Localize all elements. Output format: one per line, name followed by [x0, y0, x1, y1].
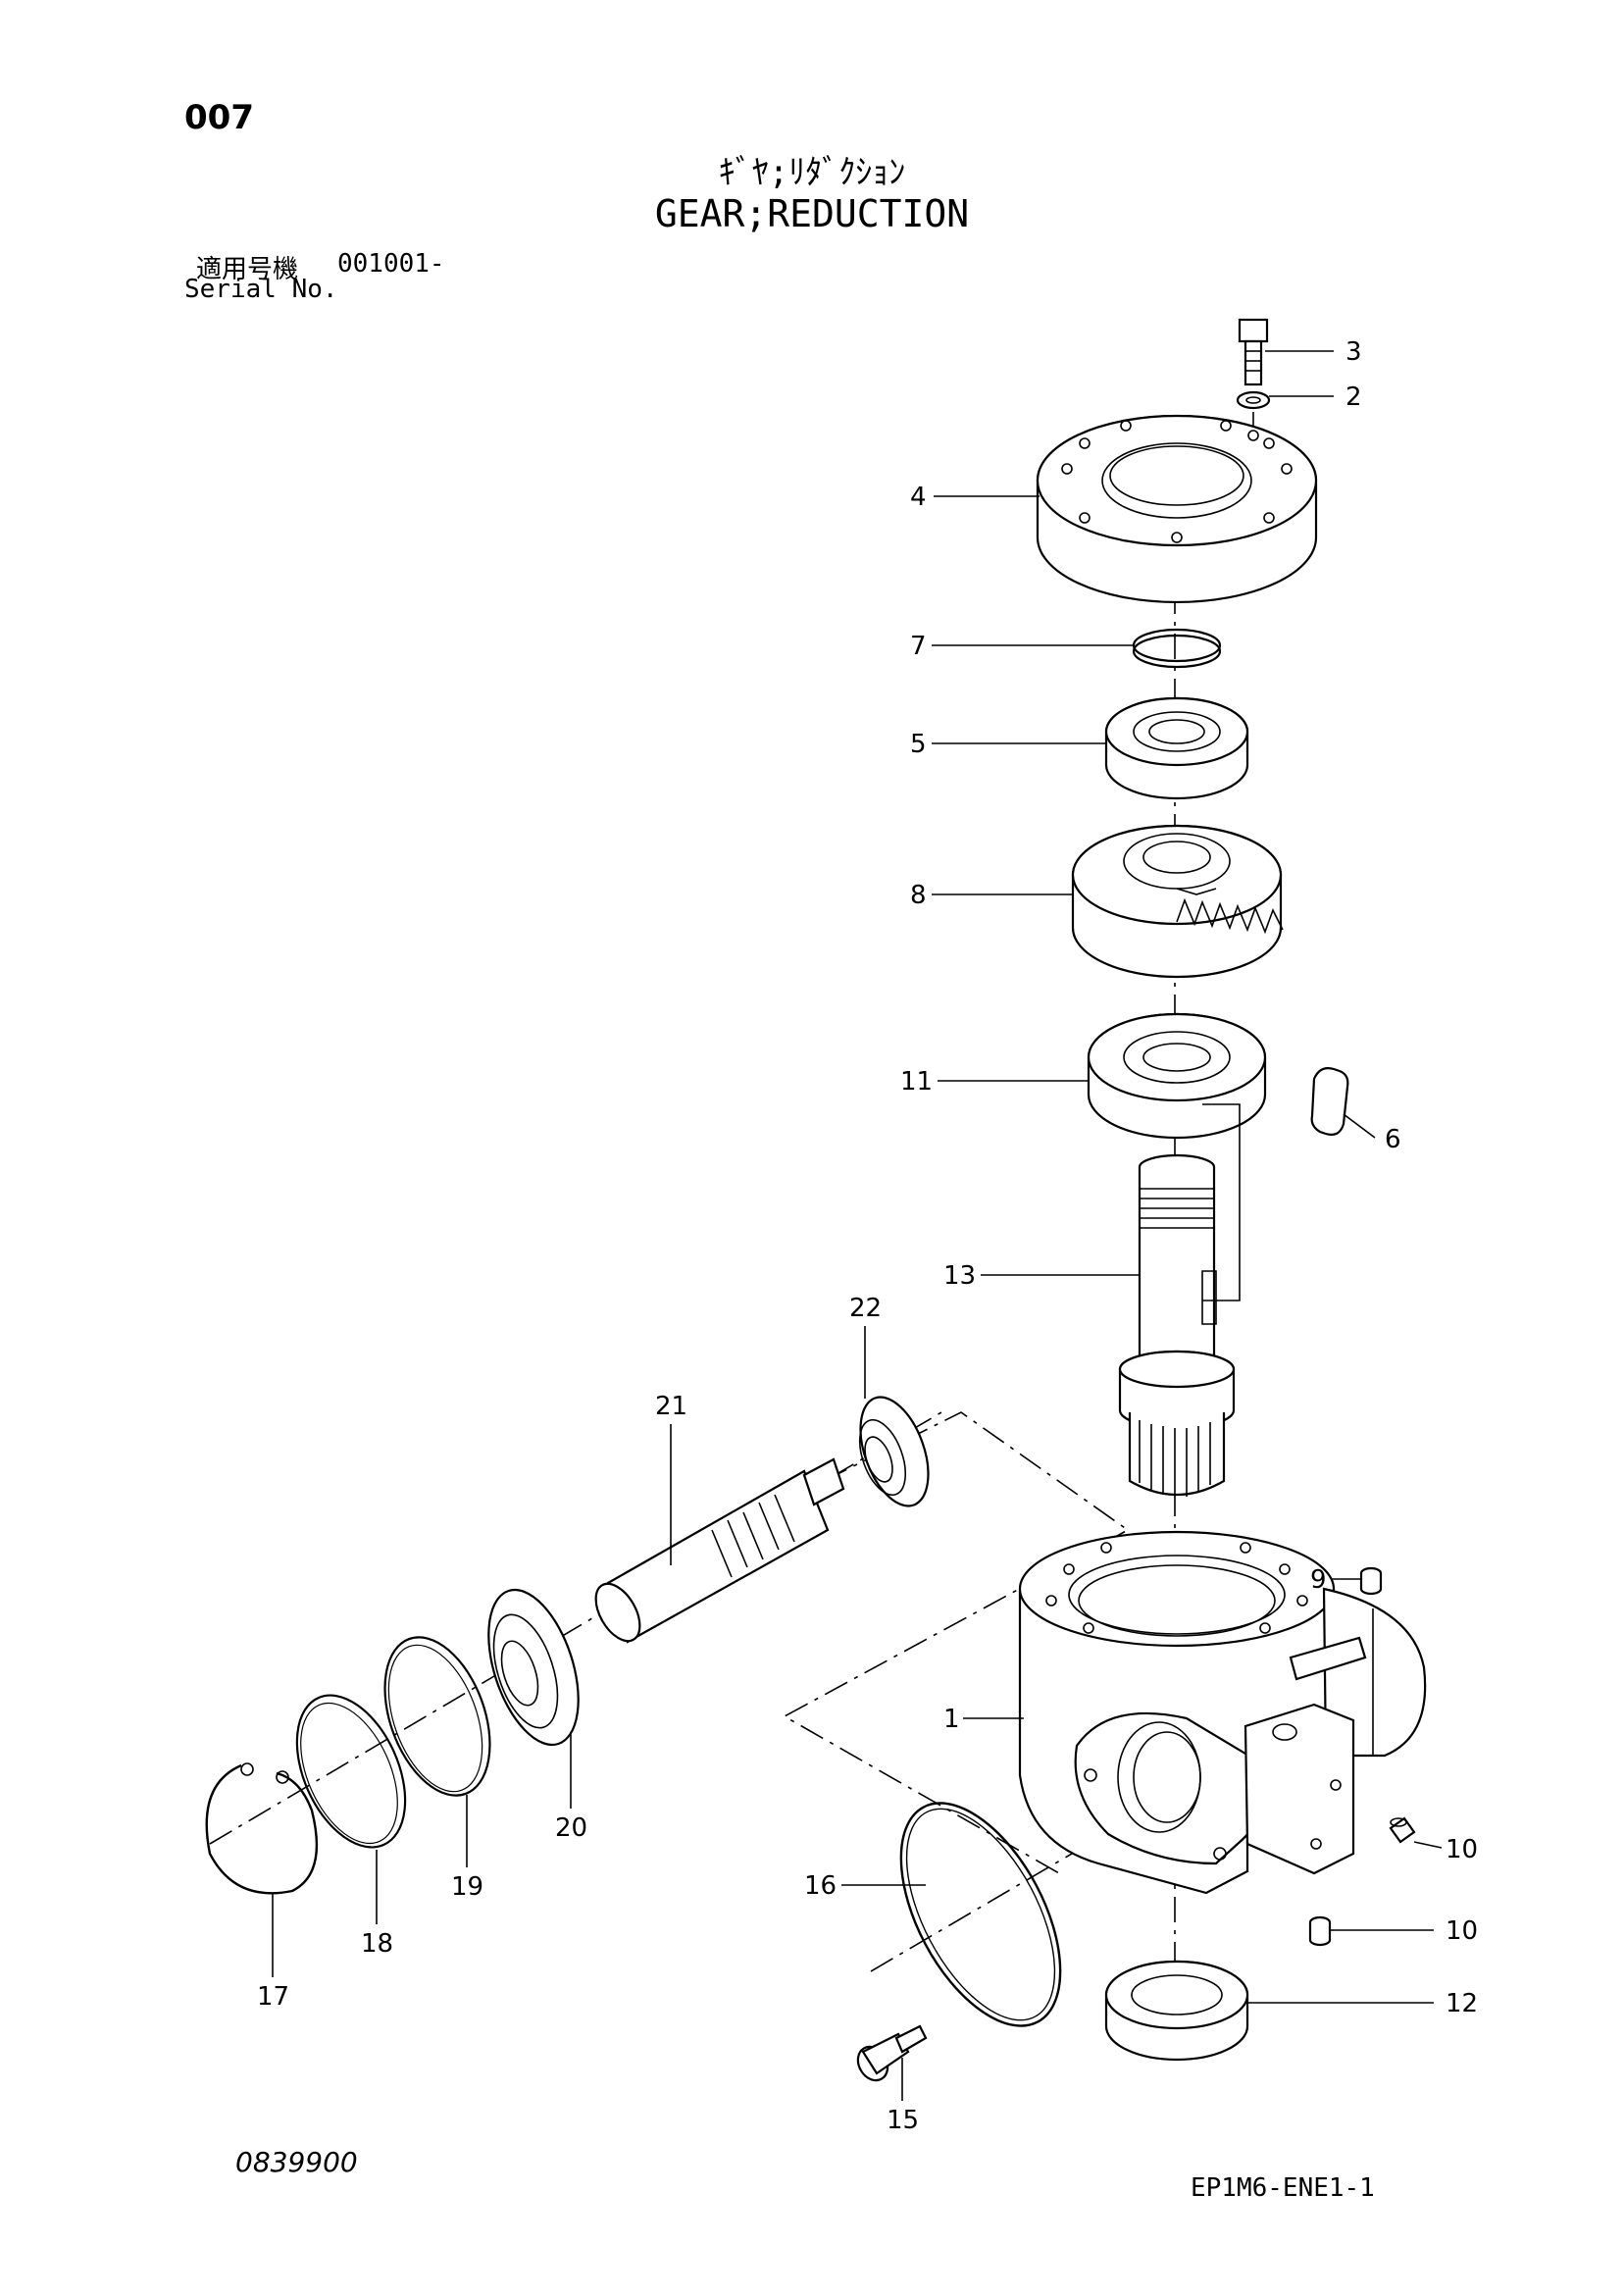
- callout-18: 18: [361, 1929, 393, 1959]
- part-7-snap-ring: [1132, 628, 1222, 669]
- part-11-bearing: [1087, 1012, 1267, 1140]
- part-18-ring: [295, 1694, 407, 1849]
- part-3-bolt: [1238, 318, 1269, 386]
- callout-17: 17: [257, 1982, 289, 2012]
- callout-16: 16: [804, 1871, 837, 1901]
- callout-15: 15: [887, 2106, 919, 2135]
- callout-21: 21: [655, 1392, 687, 1421]
- part-9-plug: [1359, 1566, 1383, 1596]
- part-20-bearing: [487, 1588, 580, 1747]
- part-13-shaft: [1118, 1103, 1241, 1497]
- callout-2: 2: [1345, 383, 1362, 412]
- callout-22: 22: [849, 1294, 882, 1323]
- part-22-bearing: [858, 1396, 930, 1507]
- callout-10-b: 10: [1446, 1916, 1478, 1946]
- callout-8: 8: [910, 881, 927, 910]
- callout-7: 7: [910, 632, 927, 661]
- seal-axis: [870, 1843, 1090, 1972]
- worm-shaft-axis: [209, 1411, 942, 1845]
- leader-10a: [1413, 1841, 1443, 1849]
- callout-20: 20: [555, 1813, 587, 1843]
- part-1-housing: [1018, 1530, 1427, 1895]
- part-21-worm-shaft: [594, 1457, 845, 1644]
- part-17-snap-ring: [205, 1762, 319, 1895]
- callout-3: 3: [1345, 337, 1362, 367]
- page-number: 007: [184, 98, 254, 137]
- part-19-ring: [383, 1636, 491, 1797]
- part-4-cover: [1036, 414, 1318, 604]
- callout-11: 11: [900, 1067, 933, 1097]
- sheet-code: EP1M6-ENE1-1: [1191, 2173, 1375, 2203]
- title-english: GEAR;REDUCTION: [654, 192, 970, 235]
- part-5-bearing: [1104, 696, 1249, 800]
- part-12-seal: [1104, 1960, 1249, 2062]
- callout-12: 12: [1446, 1989, 1478, 2018]
- callout-6: 6: [1385, 1125, 1401, 1154]
- callout-5: 5: [910, 730, 927, 759]
- drawing-code: 0839900: [235, 2146, 358, 2178]
- callout-10-a: 10: [1446, 1835, 1478, 1864]
- part-6-key: [1310, 1067, 1349, 1136]
- part-15-screw: [856, 2024, 928, 2082]
- part-10-plug-b: [1308, 1915, 1332, 1947]
- part-2-washer: [1236, 390, 1271, 410]
- callout-9: 9: [1310, 1565, 1327, 1595]
- part-10-plug-a: [1389, 1816, 1416, 1844]
- part-16-o-ring: [899, 1802, 1062, 2027]
- part-8-worm-wheel: [1071, 824, 1284, 979]
- callout-1: 1: [943, 1705, 960, 1734]
- serial-number-range: 001001-: [337, 249, 445, 279]
- serial-label-japanese: 適用号機: [196, 255, 299, 284]
- callout-19: 19: [451, 1872, 483, 1902]
- title-japanese: ｷﾞﾔ;ﾘﾀﾞｸｼｮﾝ: [718, 153, 906, 192]
- leader-6: [1343, 1113, 1376, 1139]
- serial-label-english: Serial No.: [184, 275, 338, 304]
- callout-13: 13: [943, 1261, 976, 1291]
- callout-4: 4: [910, 483, 927, 512]
